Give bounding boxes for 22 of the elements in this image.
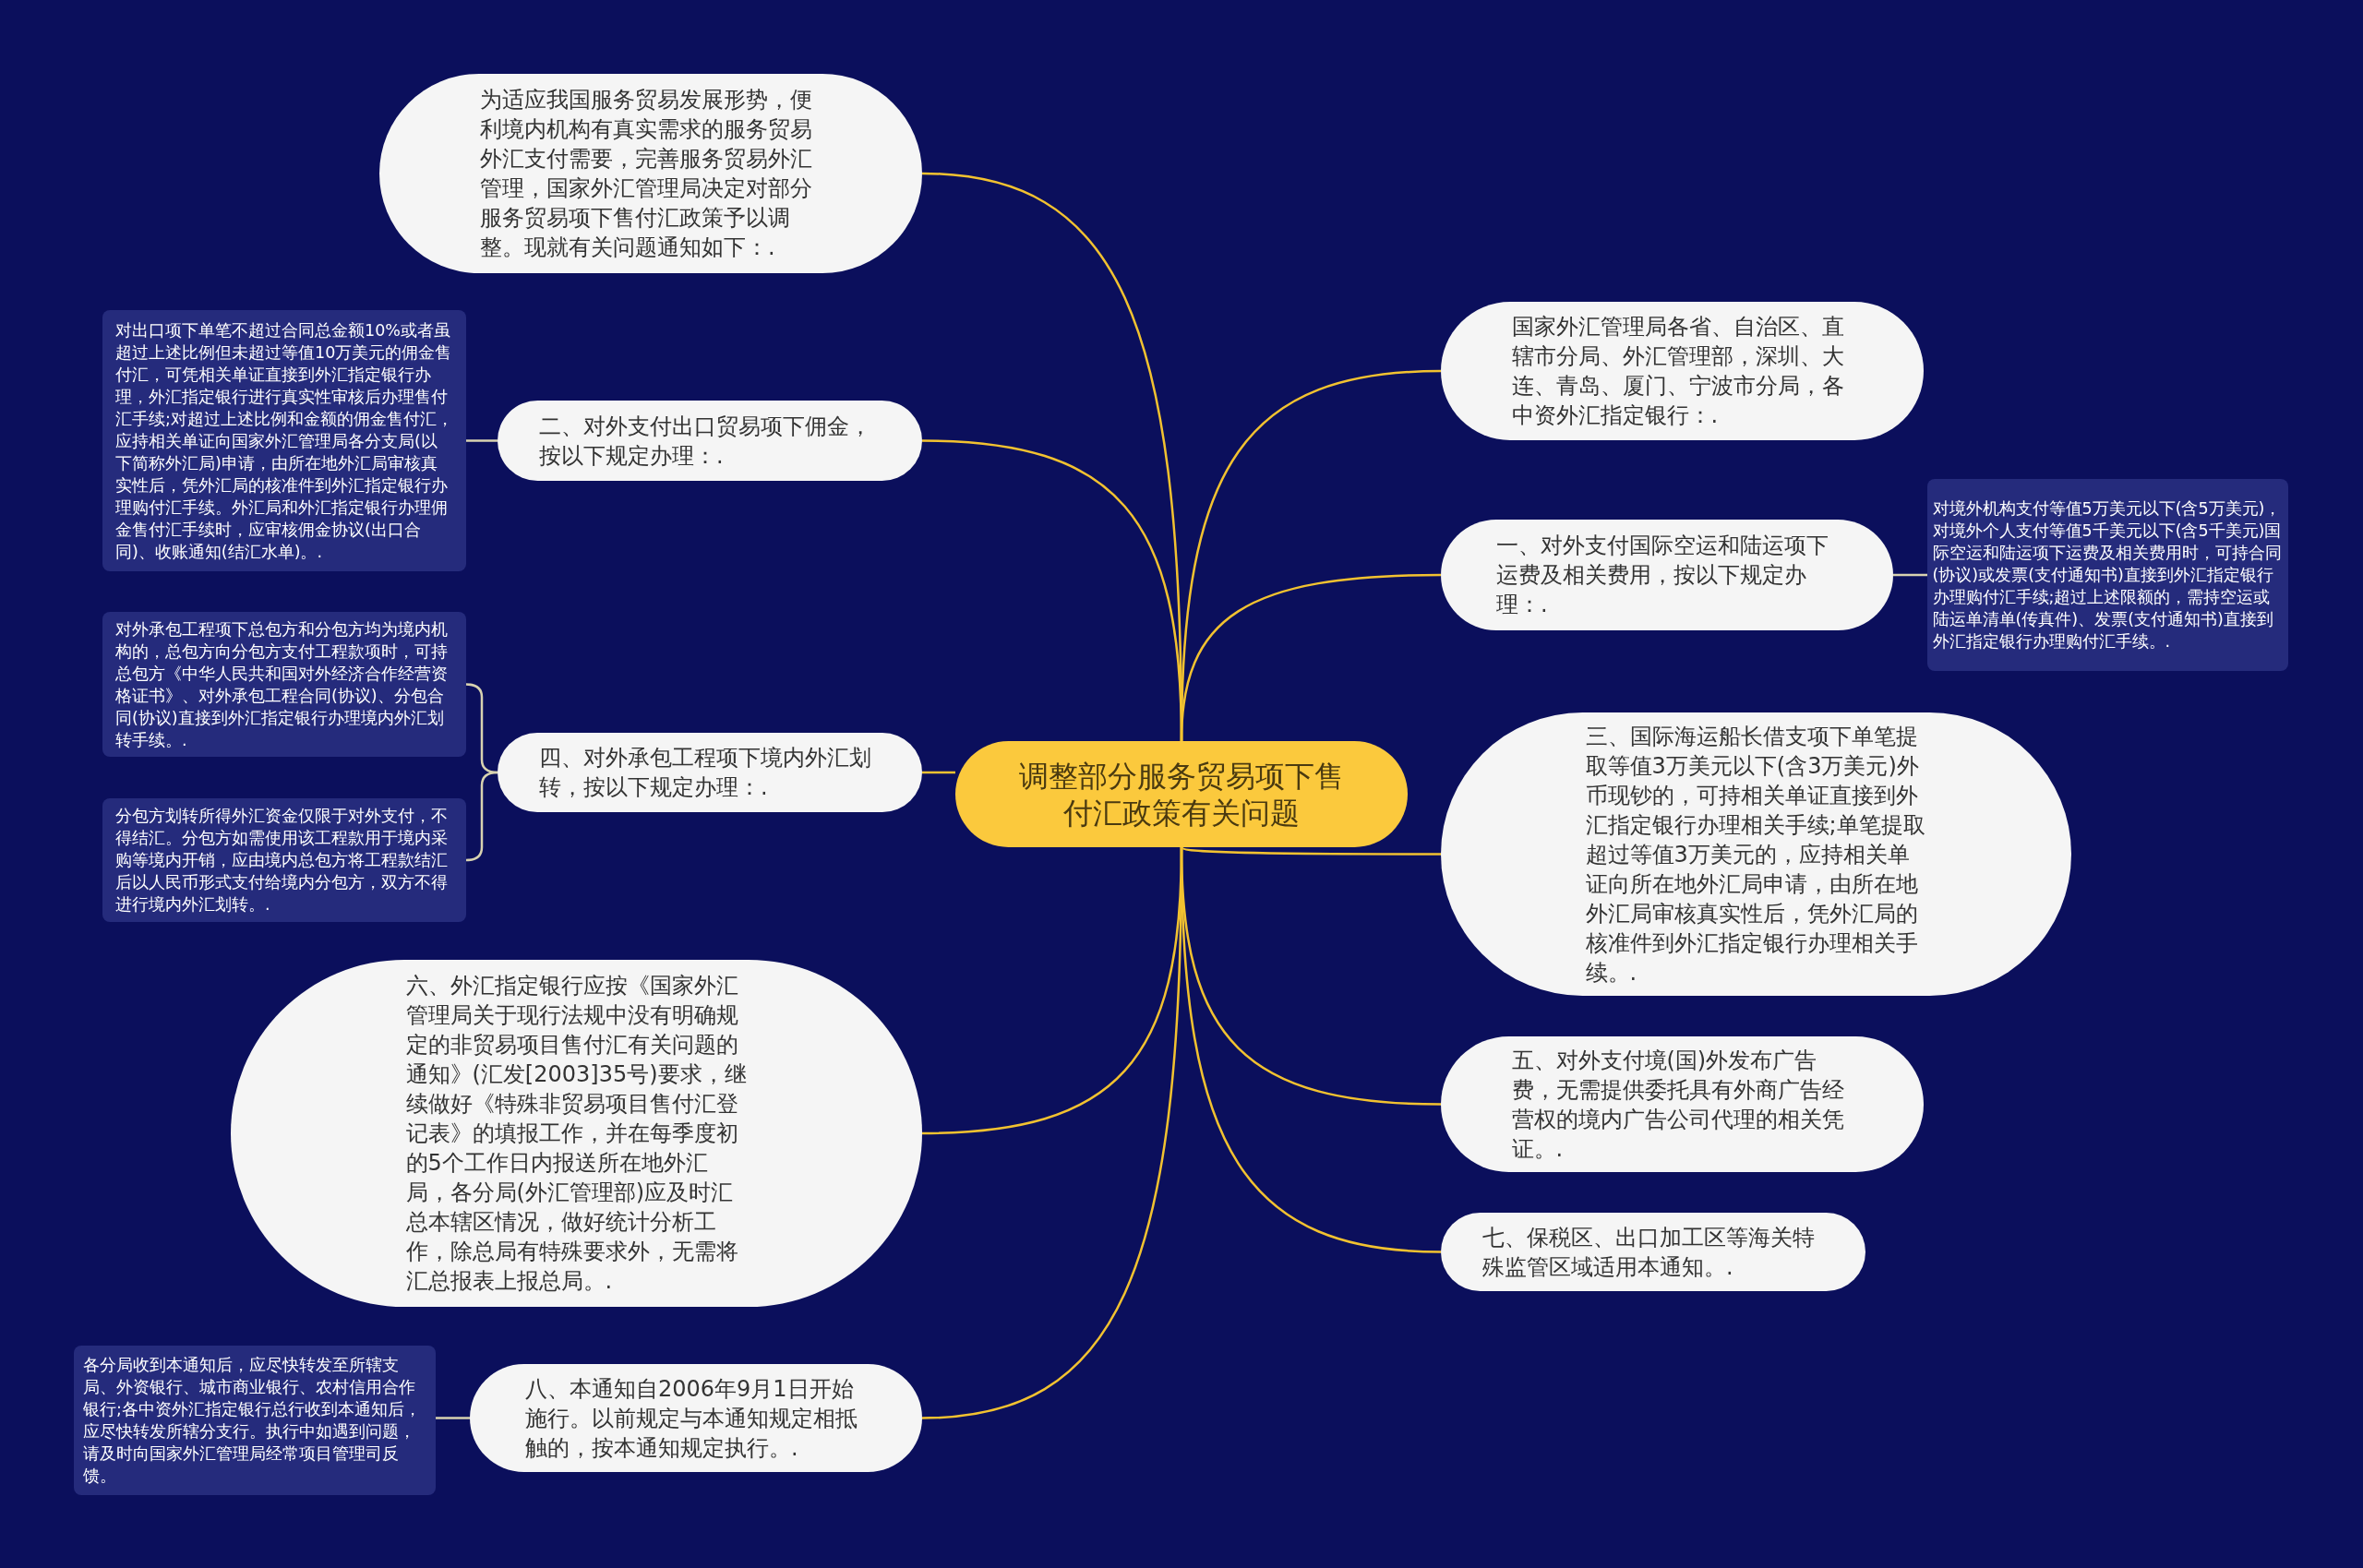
topic-bubble: 三、国际海运船长借支项下单笔提取等值3万美元以下(含3万美元)外币现钞的，可持相关单证直接到外汇指定银行办理相关手续;单笔提取超过等值3万美元的，应持相关单证向所在地外汇局申请，由所在地外汇局审核真实性后，凭外汇局的核准件到外汇指定银行办理相关手续。. (1441, 712, 2071, 996)
topic-bubble: 四、对外承包工程项下境内外汇划转，按以下规定办理：. (498, 733, 922, 812)
topic-bubble: 七、保税区、出口加工区等海关特殊监管区域适用本通知。. (1441, 1213, 1865, 1291)
topic-bubble: 一、对外支付国际空运和陆运项下运费及相关费用，按以下规定办理：. (1441, 520, 1893, 630)
connector-line (922, 771, 955, 774)
connector-line (1181, 845, 1441, 856)
topic-bubble: 五、对外支付境(国)外发布广告费，无需提供委托具有外商广告经营权的境内广告公司代理的相关凭证。. (1441, 1036, 1924, 1172)
topic-bubble: 二、对外支付出口贸易项下佣金，按以下规定办理：. (498, 401, 922, 481)
topic-bubble: 为适应我国服务贸易发展形势，便利境内机构有真实需求的服务贸易外汇支付需要，完善服务贸易外汇管理，国家外汇管理局决定对部分服务贸易项下售付汇政策予以调整。现就有关问题通知如下：. (379, 74, 922, 273)
topic-bubble: 六、外汇指定银行应按《国家外汇管理局关于现行法规中没有明确规定的非贸易项目售付汇有关问题的通知》(汇发[2003]35号)要求，继续做好《特殊非贸易项目售付汇登记表》的填报工作，并在每季度初的5个工作日内报送所在地外汇局，各分局(外汇管理部)应及时汇总本辖区情况，做好统计分析工作，除总局有特殊要求外，无需将汇总报表上报总局。. (231, 960, 922, 1307)
topic-bubble: 八、本通知自2006年9月1日开始施行。以前规定与本通知规定相抵触的，按本通知规定执行。. (470, 1364, 922, 1472)
note-box: 对境外机构支付等值5万美元以下(含5万美元)，对境外个人支付等值5千美元以下(含5千美元)国际空运和陆运项下运费及相关费用时，可持合同(协议)或发票(支付通知书)直接到外汇指定银行办理购付汇手续;超过上述限额的，需持空运或陆运单清单(传真件)、发票(支付通知书)直接到外汇指定银行办理购付汇手续。. (1927, 479, 2288, 671)
connector-line (466, 439, 498, 442)
note-box: 各分局收到本通知后，应尽快转发至所辖支局、外资银行、城市商业银行、农村信用合作银行;各中资外汇指定银行总行收到本通知后，应尽快转发所辖分支行。执行中如遇到问题，请及时向国家外汇管理局经常项目管理司反馈。 (74, 1346, 436, 1495)
central-topic: 调整部分服务贸易项下售付汇政策有关问题 (955, 741, 1408, 847)
connector-line (1893, 573, 1927, 577)
note-box: 分包方划转所得外汇资金仅限于对外支付，不得结汇。分包方如需使用该工程款用于境内采购等境内开销，应由境内总包方将工程款结汇后以人民币形式支付给境内分包方，双方不得进行境内外汇划转。. (102, 798, 466, 922)
note-box: 对出口项下单笔不超过合同总金额10%或者虽超过上述比例但未超过等值10万美元的佣金售付汇，可凭相关单证直接到外汇指定银行办理，外汇指定银行进行真实性审核后办理售付汇手续;对超过上述比例和金额的佣金售付汇，应持相关单证向国家外汇管理局各分支局(以下简称外汇局)申请，由所在地外汇局审核真实性后，凭外汇局的核准件到外汇指定银行办理购付汇手续。外汇局和外汇指定银行办理佣金售付汇手续时，应审核佣金协议(出口合同)、收账通知(结汇水单)。. (102, 310, 466, 571)
note-box: 对外承包工程项下总包方和分包方均为境内机构的，总包方向分包方支付工程款项时，可持总包方《中华人民共和国对外经济合作经营资格证书》、对外承包工程合同(协议)、分包合同(协议)直接到外汇指定银行办理境内外汇划转手续。. (102, 612, 466, 757)
connector-line (1180, 573, 1442, 742)
topic-bubble: 国家外汇管理局各省、自治区、直辖市分局、外汇管理部，深圳、大连、青岛、厦门、宁波市分局，各中资外汇指定银行：. (1441, 302, 1924, 440)
connector-line (921, 847, 1183, 1419)
